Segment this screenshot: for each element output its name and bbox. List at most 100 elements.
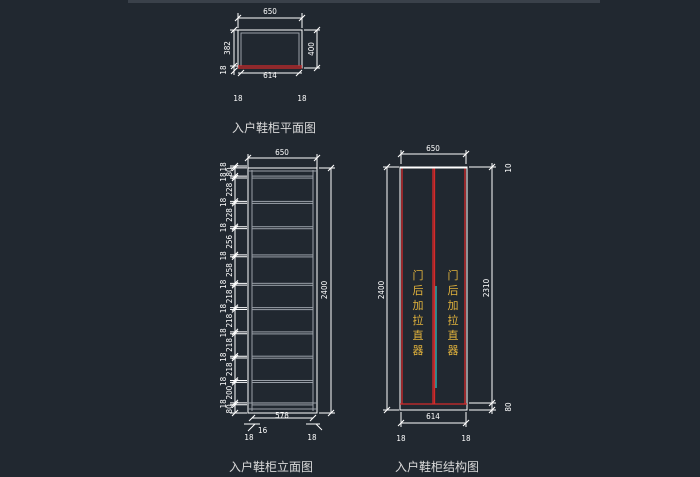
plan-width-label: 650 (263, 7, 277, 16)
elev-chain-label: 218 (225, 313, 234, 327)
elev-height-tick-bottom (327, 409, 335, 417)
elev-small-label: 16 (258, 426, 268, 435)
elev-shelf (251, 254, 314, 258)
elev-chain-label: 18 (219, 328, 228, 338)
plan-depth-label: 400 (307, 42, 316, 56)
elev-shelves (251, 175, 314, 406)
elev-width-tick-right (313, 154, 321, 162)
elev-chain-label: 18 (219, 352, 228, 362)
elev-chain-label: 18 (219, 251, 228, 261)
plan-outline (237, 29, 303, 69)
elev-chain-label: 228 (225, 208, 234, 222)
elev-shelf (251, 226, 314, 230)
elev-small-leader (247, 423, 256, 432)
struct-side-left-label: 18 (396, 434, 406, 443)
elev-chain-label: 18 (219, 279, 228, 289)
door-note-char: 加 (448, 299, 459, 312)
struct-right-tick-bottom (488, 406, 496, 414)
struct-width-label: 650 (426, 144, 440, 153)
struct-inner-width-label: 614 (426, 412, 440, 421)
elev-chain-label: 18 (219, 399, 228, 409)
elev-chain-label: 228 (225, 182, 234, 196)
elev-chain-label: 218 (225, 289, 234, 303)
elev-shelf (251, 331, 314, 335)
plan-left-tick-bottom (230, 67, 238, 75)
plan-depth-tick-bottom (313, 64, 321, 72)
plan-inner (240, 32, 300, 67)
plan-inner-depth-label: 382 (223, 41, 232, 55)
door-note-char: 拉 (448, 313, 459, 327)
plan-inner-tick-right (295, 69, 303, 77)
plan-side-left-label: 18 (233, 94, 243, 103)
plan-width-tick-right (298, 14, 306, 22)
struct-inner-tick-left (397, 419, 405, 427)
struct-left-height-label: 2400 (377, 280, 386, 299)
struct-left-height-tick-bottom (383, 406, 391, 414)
struct-inner-tick-right (462, 419, 470, 427)
struct-top-label: 10 (504, 163, 513, 173)
elev-inner-width-label: 578 (275, 411, 289, 420)
struct-width-tick-right (462, 150, 470, 158)
struct-width-tick-left (397, 150, 405, 158)
struct-right-tick-top (488, 163, 496, 171)
elev-shelf (251, 355, 314, 359)
plan-inner-width-label: 614 (263, 71, 277, 80)
plan-depth-tick-top (313, 26, 321, 34)
elev-chain-label: 80 (225, 404, 234, 414)
elev-shelf (251, 200, 314, 204)
elev-chain-label: 18 (219, 162, 228, 172)
struct-outline (399, 166, 468, 411)
elev-width-label: 650 (275, 148, 289, 157)
plan-inner-tick-left (237, 69, 245, 77)
elev-shelf (251, 379, 314, 383)
elev-shelf (251, 175, 314, 179)
elevation-view: 650 188018228182281825618258182181821818… (219, 148, 335, 474)
struct-bottom-label: 80 (504, 402, 513, 412)
elev-side-left-label: 18 (244, 433, 254, 442)
door-note-char: 门 (413, 268, 424, 282)
door-note-char: 直 (413, 328, 424, 342)
door-note-char: 器 (413, 344, 424, 357)
elev-shelf (251, 307, 314, 311)
elev-right-small-leader (315, 423, 323, 431)
elev-height-label: 2400 (320, 280, 329, 299)
plan-board-label: 18 (219, 65, 228, 75)
struct-side-right-label: 18 (461, 434, 471, 443)
elev-chain-label: 80 (225, 167, 234, 177)
elev-height-tick-top (327, 164, 335, 172)
elev-chain-label: 18 (219, 197, 228, 207)
elev-chain-label: 200 (225, 385, 234, 399)
elev-chain-label: 256 (225, 234, 234, 248)
door-note-char: 门 (448, 268, 459, 282)
elev-chain-label: 258 (225, 263, 234, 277)
plan-left-tick-mid (230, 62, 238, 70)
door-note-char: 后 (448, 284, 459, 297)
elev-title: 入户鞋柜立面图 (229, 459, 313, 474)
elev-shelf (251, 282, 314, 286)
elev-chain-label: 18 (219, 304, 228, 314)
struct-right-tick-mid (488, 399, 496, 407)
elev-width-tick-left (244, 154, 252, 162)
plan-side-right-label: 18 (297, 94, 307, 103)
elev-chain-label: 218 (225, 338, 234, 352)
elev-chain-label: 18 (219, 172, 228, 182)
struct-title: 入户鞋柜结构图 (395, 459, 479, 474)
elev-inner-tick-right (309, 414, 317, 422)
door-note-char: 拉 (413, 313, 424, 327)
door-note-char: 直 (448, 328, 459, 342)
struct-left-height-tick-top (383, 163, 391, 171)
elev-inner-tick-left (248, 414, 256, 422)
elev-left-chain: 1880182281822818256182581821818218182181… (219, 162, 247, 417)
elev-side-right-label: 18 (307, 433, 317, 442)
plan-title: 入户鞋柜平面图 (232, 120, 316, 135)
toolbar-strip (128, 0, 600, 3)
elev-chain-label: 218 (225, 362, 234, 376)
elev-chain-label: 18 (219, 223, 228, 233)
door-note-char: 加 (413, 299, 424, 312)
elev-chain-label: 18 (219, 376, 228, 386)
plan-view: 650 614 18 18 400 382 18 入户鞋柜平面图 (219, 7, 321, 135)
elev-outline (247, 167, 318, 414)
